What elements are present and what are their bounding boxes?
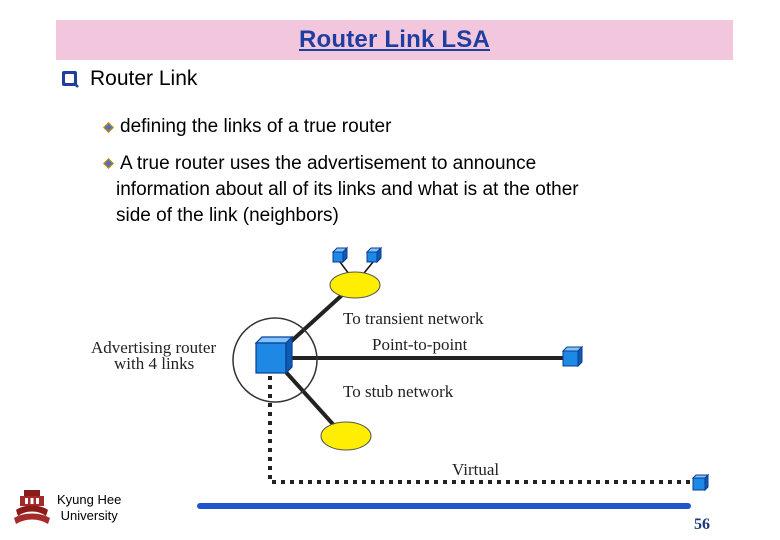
university-name-line-1: Kyung Hee (57, 492, 122, 507)
university-name: Kyung Hee University (57, 492, 121, 524)
host-icon (331, 246, 349, 264)
diamond-bullet-icon (103, 158, 114, 169)
stub-network-label: To stub network (343, 382, 454, 401)
virtual-router-icon (691, 473, 710, 492)
advertising-router-label-2: with 4 links (114, 354, 194, 373)
advertising-router-label: Advertising router (91, 338, 216, 357)
point-to-point-label: Point-to-point (372, 335, 468, 354)
page-number: 56 (694, 516, 710, 533)
slide-title: Router Link LSA (298, 26, 490, 53)
bullet-text-2: A true router uses the advertisement to … (120, 153, 537, 174)
university-name-line-2: University (60, 508, 118, 523)
stub-network-node (320, 421, 372, 451)
bullet-text-4: side of the link (neighbors) (116, 205, 339, 226)
university-logo-icon (14, 490, 50, 524)
checkbox-bullet-icon (62, 71, 79, 88)
router-highlight-circle (232, 317, 318, 403)
diamond-bullet-icon (103, 122, 114, 133)
transient-network-label: To transient network (343, 309, 484, 328)
virtual-link (268, 376, 692, 484)
bullet-text-1: defining the links of a true router (120, 116, 392, 137)
title-bar: Router Link LSA (56, 20, 733, 60)
heading-router-link: Router Link (90, 67, 198, 90)
advertising-router-icon (254, 335, 294, 375)
bullet-text-3: information about all of its links and w… (116, 179, 579, 200)
point-to-point-router-icon (561, 345, 584, 368)
host-icon (365, 246, 383, 264)
transient-network-node (329, 271, 381, 299)
virtual-link-label: Virtual (452, 460, 499, 479)
